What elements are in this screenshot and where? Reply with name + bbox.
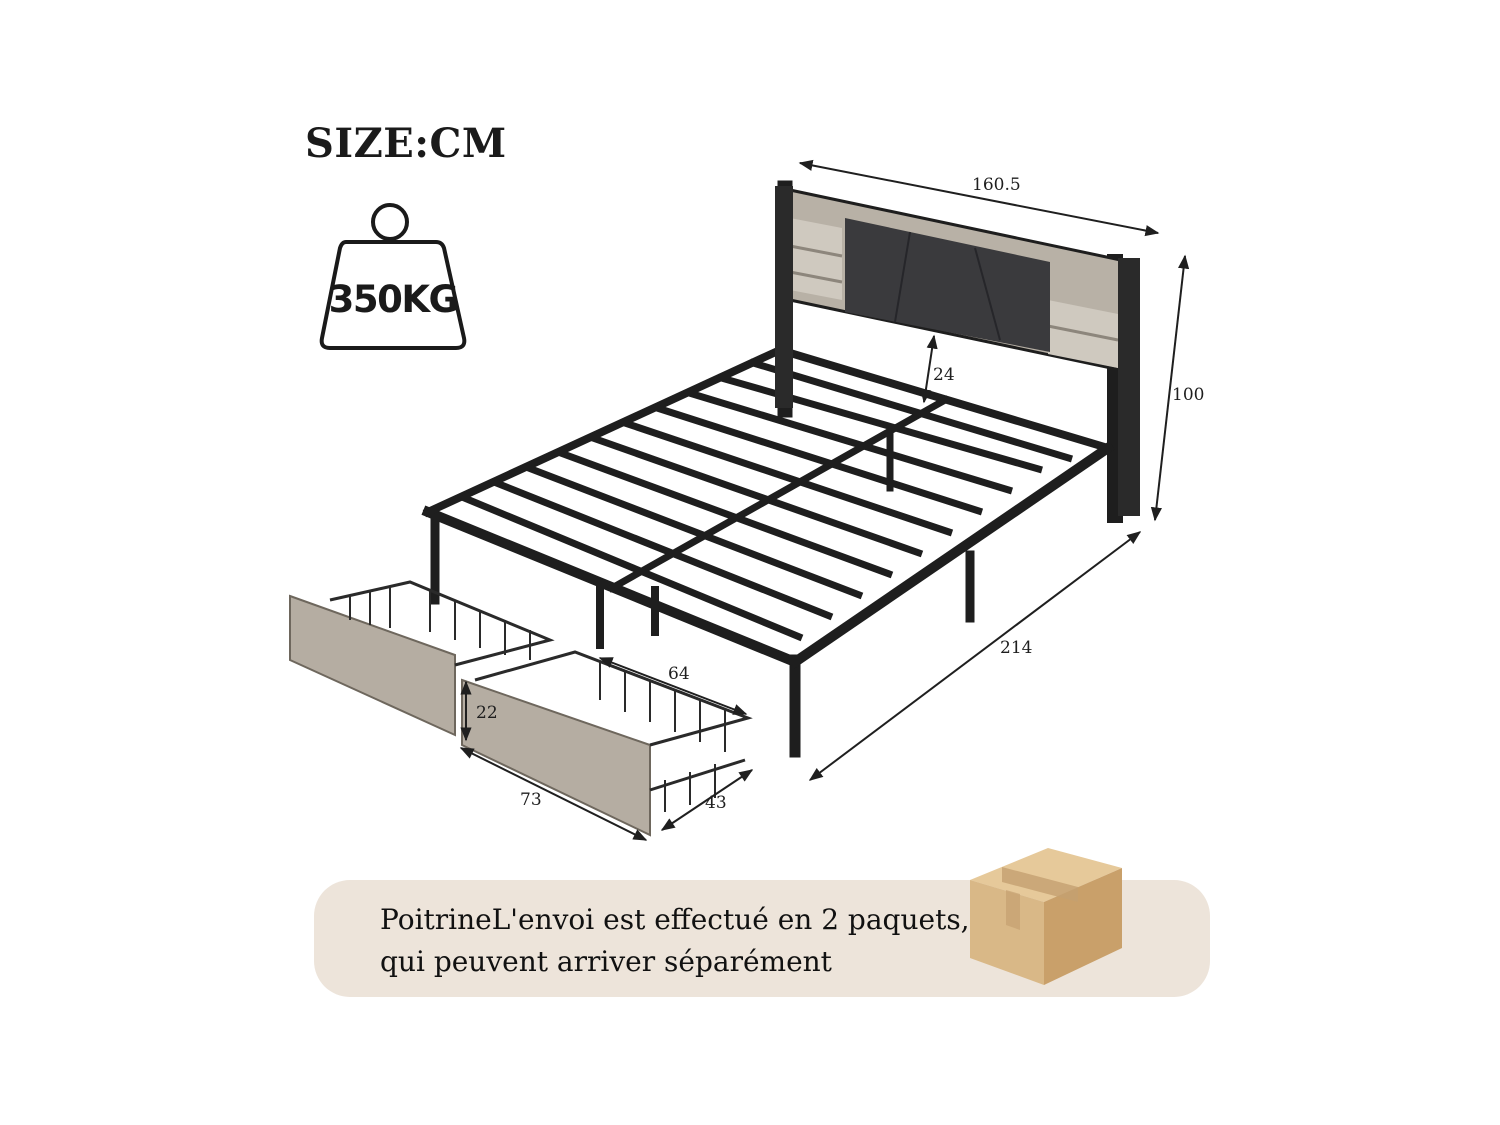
dimension-lines (459, 159, 1190, 841)
dim-bed-length: 214 (1000, 638, 1033, 658)
cardboard-box-icon (970, 848, 1122, 985)
drawer-left (289, 580, 555, 737)
bed-slats (460, 358, 1074, 642)
size-unit-title: SIZE:CM (305, 120, 507, 167)
dim-total-height: 100 (1172, 385, 1205, 405)
weight-capacity-badge: 350KG (318, 200, 468, 355)
weight-icon (319, 203, 467, 350)
dim-drawer-front-width: 73 (520, 790, 542, 810)
dim-drawer-length: 64 (668, 664, 690, 684)
dim-drawer-depth: 43 (705, 793, 727, 813)
dim-drawer-height: 22 (476, 703, 498, 723)
headboard (775, 186, 1140, 516)
shipping-notice-line-2: qui peuvent arriver séparément (380, 945, 832, 978)
weight-capacity-label: 350KG (328, 278, 459, 321)
shipping-notice-text: PoitrineL'envoi est effectué en 2 paquet… (380, 899, 980, 983)
dim-headboard-width: 160.5 (972, 175, 1021, 195)
dim-cushion-height: 24 (933, 365, 955, 385)
shipping-notice-line-1: PoitrineL'envoi est effectué en 2 paquet… (380, 903, 970, 936)
